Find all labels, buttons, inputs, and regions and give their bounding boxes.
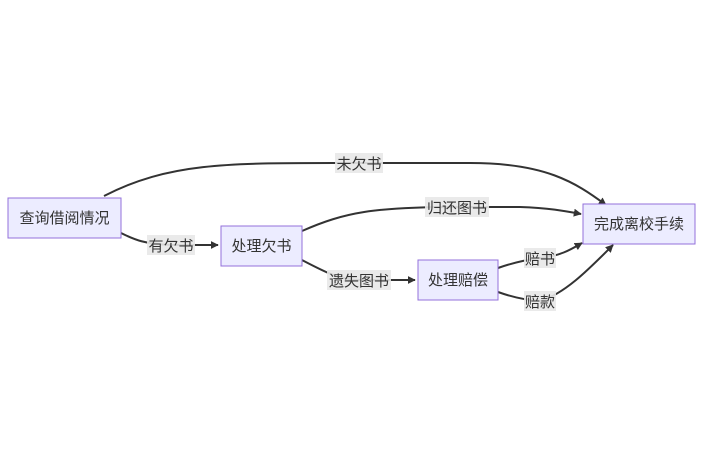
node-label: 查询借阅情况 (19, 209, 109, 227)
edge-labels: 未欠书 有欠书 归还图书 遗失图书 赔书 赔款 (147, 153, 556, 311)
edge-label-text: 有欠书 (148, 237, 193, 255)
node-handle-compensation: 处理赔偿 (417, 259, 499, 301)
edge-label-has-overdue: 有欠书 (147, 235, 195, 255)
nodes: 查询借阅情况 处理欠书 处理赔偿 完成离校手续 (7, 197, 696, 301)
edge-label-text: 未欠书 (336, 155, 381, 173)
edge-label-text: 遗失图书 (329, 272, 389, 290)
node-label: 处理赔偿 (428, 271, 488, 289)
node-complete-leaving: 完成离校手续 (582, 203, 696, 245)
node-query-borrowing: 查询借阅情况 (7, 197, 122, 239)
node-label: 完成离校手续 (594, 215, 684, 233)
edge-label-no-overdue: 未欠书 (335, 153, 383, 173)
edge-label-return-books: 归还图书 (425, 197, 489, 217)
edge-label-compensate-books: 赔书 (524, 248, 556, 268)
node-handle-overdue: 处理欠书 (220, 225, 303, 267)
edge-label-compensate-money: 赔款 (524, 291, 556, 311)
edge-label-text: 赔书 (525, 250, 555, 268)
node-label: 处理欠书 (231, 237, 291, 255)
edge-label-text: 赔款 (525, 293, 555, 311)
edge-label-text: 归还图书 (427, 199, 487, 217)
edge-label-lost-books: 遗失图书 (327, 270, 391, 290)
